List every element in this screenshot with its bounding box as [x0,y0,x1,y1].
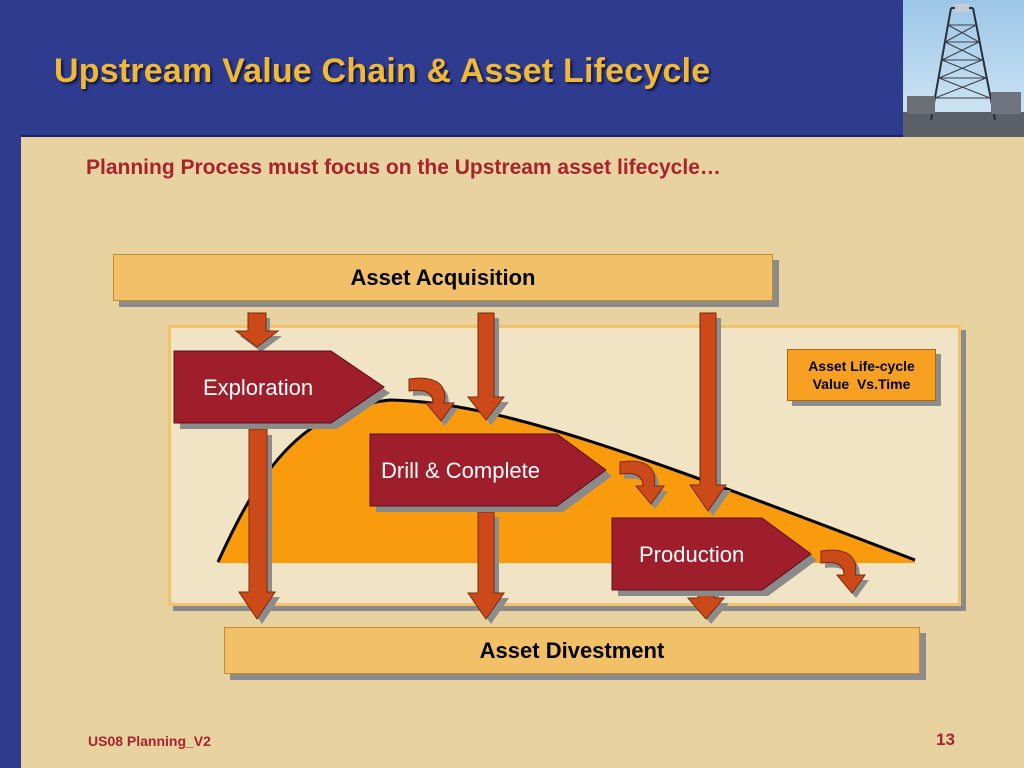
asset-divestment-bar: Asset Divestment [224,627,920,674]
arrow-acq-drill [466,312,506,421]
arrow-drill-divest [467,511,505,620]
subtitle: Planning Process must focus on the Upstr… [86,156,721,179]
page-number: 13 [936,730,955,749]
slide-title: Upstream Value Chain & Asset Lifecycle [54,52,711,90]
stage-label-exploration: Exploration [203,375,314,400]
legend-line-1: Asset Life-cycle [808,358,915,374]
stage-label-drill-complete: Drill & Complete [381,458,540,483]
left-accent-bar [0,0,21,768]
arrow-production-onward [820,549,866,594]
asset-acquisition-bar: Asset Acquisition [113,254,773,301]
arrow-exploration-divest [238,428,276,620]
footer-document-name: US08 Planning_V2 [88,733,211,749]
arrow-exploration-to-drill [408,377,455,422]
arrow-acq-exploration [234,312,280,348]
arrow-acq-production [689,312,727,512]
lifecycle-legend-box: Asset Life-cycle Value Vs.Time [787,349,936,401]
exploration-chevron [173,350,385,424]
legend-line-2: Value Vs.Time [812,376,911,392]
drilling-rig-photo [903,0,1024,137]
header-band: Upstream Value Chain & Asset Lifecycle [21,0,903,137]
arrow-drill-to-production [619,460,665,505]
production-chevron [611,517,812,591]
drill-complete-chevron [369,433,607,507]
stage-label-production: Production [639,542,745,567]
